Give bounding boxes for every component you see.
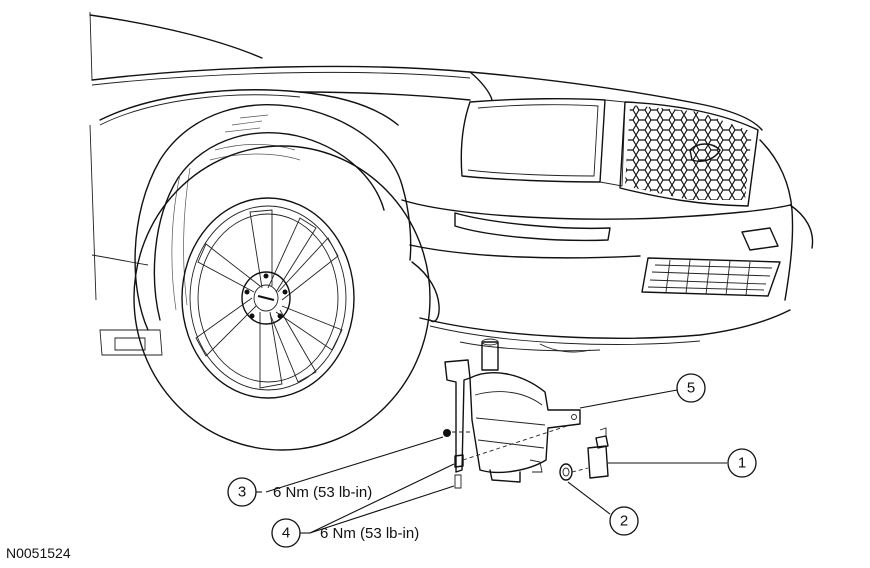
torque-spec-4: 6 Nm (53 lb-in) [320, 525, 419, 542]
car-body [89, 11, 814, 356]
figure-id: N0051524 [6, 545, 71, 561]
front-wheel [133, 145, 431, 451]
callout-1: 1 [727, 448, 757, 478]
callout-3: 3 6 Nm (53 lb-in) [227, 477, 372, 507]
torque-spec-3: 6 Nm (53 lb-in) [273, 484, 372, 501]
reservoir-nut [443, 429, 451, 437]
washer-reservoir [444, 338, 581, 483]
pump-grommet [559, 463, 573, 481]
reservoir-bolts [454, 454, 464, 489]
svg-text:5: 5 [687, 380, 695, 397]
leader-lines [265, 389, 727, 534]
washer-pump [587, 427, 609, 479]
svg-text:2: 2 [620, 513, 628, 530]
callout-4: 4 6 Nm (53 lb-in) [271, 518, 419, 548]
svg-text:3: 3 [238, 484, 246, 501]
svg-text:1: 1 [738, 455, 746, 472]
callout-2: 2 [609, 506, 639, 536]
callout-5: 5 [676, 373, 706, 403]
svg-text:4: 4 [282, 525, 290, 542]
